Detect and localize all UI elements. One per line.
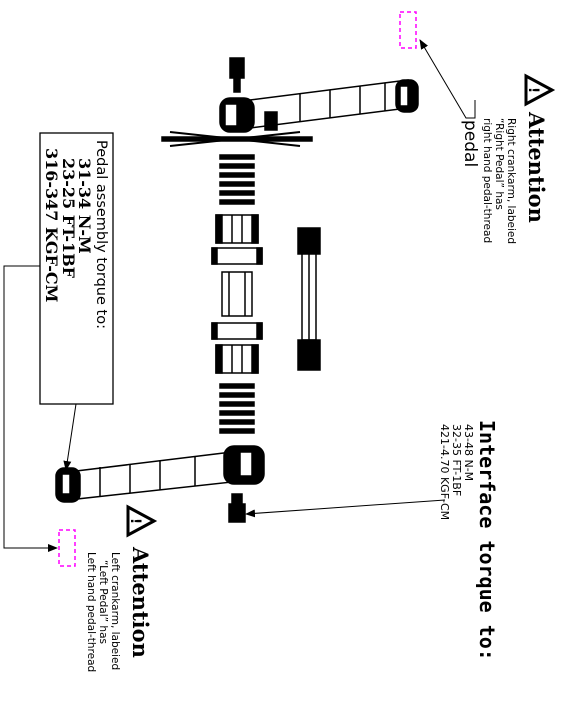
- pedal-torque-line-1: 31-34 N-M: [75, 158, 94, 254]
- attention-right-callout: ! Attention Right crankarm, labeied “Rig…: [481, 73, 556, 244]
- svg-text:!: !: [525, 87, 541, 93]
- chainring: [161, 131, 313, 147]
- pedal-torque-leader: [63, 403, 77, 471]
- bb-sleeve: [221, 271, 253, 317]
- attention-right-title: Attention: [524, 111, 549, 223]
- attention-right-line-3: right hand pedal-thread: [481, 118, 493, 243]
- pedal-torque-line-2: 23-25 FT-1BF: [59, 158, 78, 279]
- svg-text:!: !: [127, 518, 143, 524]
- attention-left-line-1: Left crankarm, labeied: [109, 552, 121, 670]
- left-pedal-leader: [3, 265, 58, 552]
- warning-triangle-icon: !: [126, 504, 158, 538]
- seal-top: [211, 247, 263, 265]
- right-pedal-marker: [399, 11, 417, 49]
- left-crank-arm: [55, 445, 265, 503]
- interface-torque-line-2: 32-35 FT-1BF: [450, 424, 463, 496]
- attention-right-line-2: “Right Pedal” has: [493, 118, 505, 210]
- bearing-cup-top: [215, 214, 259, 244]
- interface-torque-line-3: 421-4.70 KGF-CM: [438, 424, 451, 520]
- right-crank-bolt: [229, 57, 245, 93]
- pedal-leader-line: [419, 39, 476, 119]
- interface-torque-line-1: 43-48 N-M: [462, 424, 475, 481]
- spacer-stack-bottom: [219, 383, 255, 434]
- pedal-torque-title: Pedal assembly torque to:: [93, 140, 109, 329]
- attention-left-line-2: “Left Pedal” has: [97, 560, 109, 644]
- pedal-torque-line-3: 316-347 KGF-CM: [42, 148, 61, 302]
- attention-right-line-1: Right crankarm, labeied: [505, 118, 517, 244]
- left-pedal-marker: [58, 529, 76, 567]
- right-crank-arm: [219, 79, 419, 133]
- interface-torque-callout: Interface torque to: 43-48 N-M 32-35 FT-…: [438, 420, 499, 661]
- interface-torque-title: Interface torque to:: [475, 420, 499, 661]
- interface-leader: [245, 499, 446, 518]
- spacer-stack-top: [219, 154, 255, 205]
- attention-left-callout: ! Attention Left crankarm, labeied “Left…: [85, 504, 158, 672]
- seal-bottom: [211, 322, 263, 340]
- pedal-label: pedal: [460, 120, 480, 167]
- pedal-torque-box: [39, 132, 114, 405]
- attention-left-line-3: Left hand pedal-thread: [85, 552, 97, 672]
- attention-left-title: Attention: [128, 546, 153, 658]
- crankset-parts: [55, 57, 419, 523]
- spindle: [297, 227, 321, 371]
- bearing-cup-bottom: [215, 344, 259, 374]
- warning-triangle-icon: !: [524, 73, 556, 107]
- left-crank-bolt: [228, 493, 246, 523]
